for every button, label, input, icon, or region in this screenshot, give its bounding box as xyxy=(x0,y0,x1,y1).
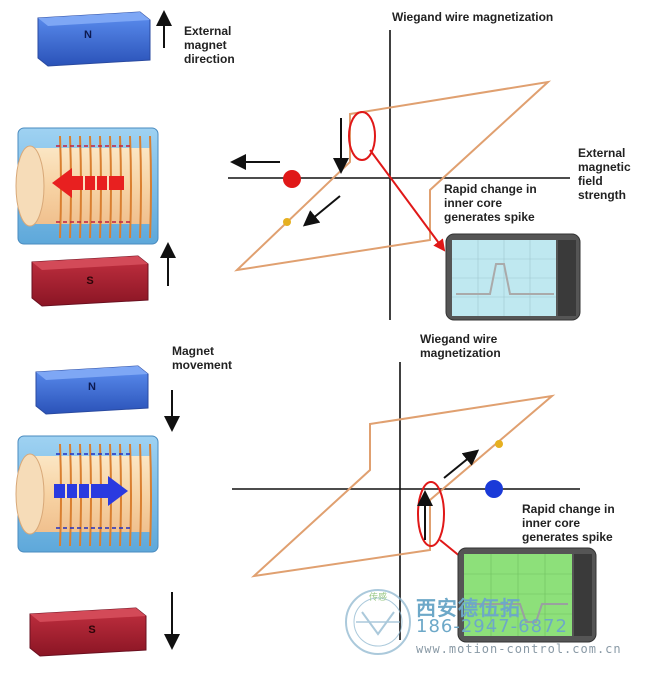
top-graph-title: Wiegand wire magnetization xyxy=(392,10,554,24)
south-magnet-top xyxy=(31,255,149,307)
south-label-top: S xyxy=(86,275,93,287)
north-label-bottom: N xyxy=(88,381,96,393)
bottom-diagonal-arrow xyxy=(443,449,480,479)
top-yellow-marker xyxy=(283,218,291,226)
watermark-company: 西安德伍拓 xyxy=(416,596,521,620)
bottom-graph-title: Wiegand wire magnetization xyxy=(420,332,501,360)
north-label-top: N xyxy=(84,29,92,41)
north-magnet-top xyxy=(37,11,151,67)
top-spike-note: Rapid change in inner core generates spi… xyxy=(444,182,537,224)
bottom-yellow-marker xyxy=(495,440,503,448)
top-spike-pointer xyxy=(369,149,446,252)
watermark-seal-text: 传感 xyxy=(369,591,387,603)
external-magnet-direction-label: External magnet direction xyxy=(184,24,235,66)
bottom-blue-marker xyxy=(485,480,503,498)
watermark-url: www.motion-control.com.cn xyxy=(416,642,622,656)
bottom-spike-highlight xyxy=(417,481,445,547)
wiegand-coil-bottom xyxy=(15,435,159,553)
top-red-marker xyxy=(283,170,301,188)
bottom-spike-note: Rapid change in inner core generates spi… xyxy=(522,502,615,544)
north-magnet-bottom xyxy=(35,365,149,415)
watermark-seal-logo: 传感 xyxy=(345,589,411,655)
top-hysteresis-loop xyxy=(234,80,552,272)
top-oscilloscope xyxy=(445,233,581,321)
top-diagonal-arrow xyxy=(302,195,341,227)
wiegand-coil-top xyxy=(15,127,159,245)
bottom-graph-axes xyxy=(232,362,580,640)
south-magnet-bottom xyxy=(29,607,147,657)
watermark-phone: 186-2947-6872 xyxy=(416,616,568,637)
south-label-bottom: S xyxy=(88,624,95,636)
bottom-hysteresis-loop xyxy=(250,394,556,578)
external-field-strength-label: External magnetic field strength xyxy=(578,146,631,202)
top-spike-highlight xyxy=(348,111,376,161)
magnet-movement-label: Magnet movement xyxy=(172,344,233,372)
bottom-oscilloscope xyxy=(457,547,597,643)
